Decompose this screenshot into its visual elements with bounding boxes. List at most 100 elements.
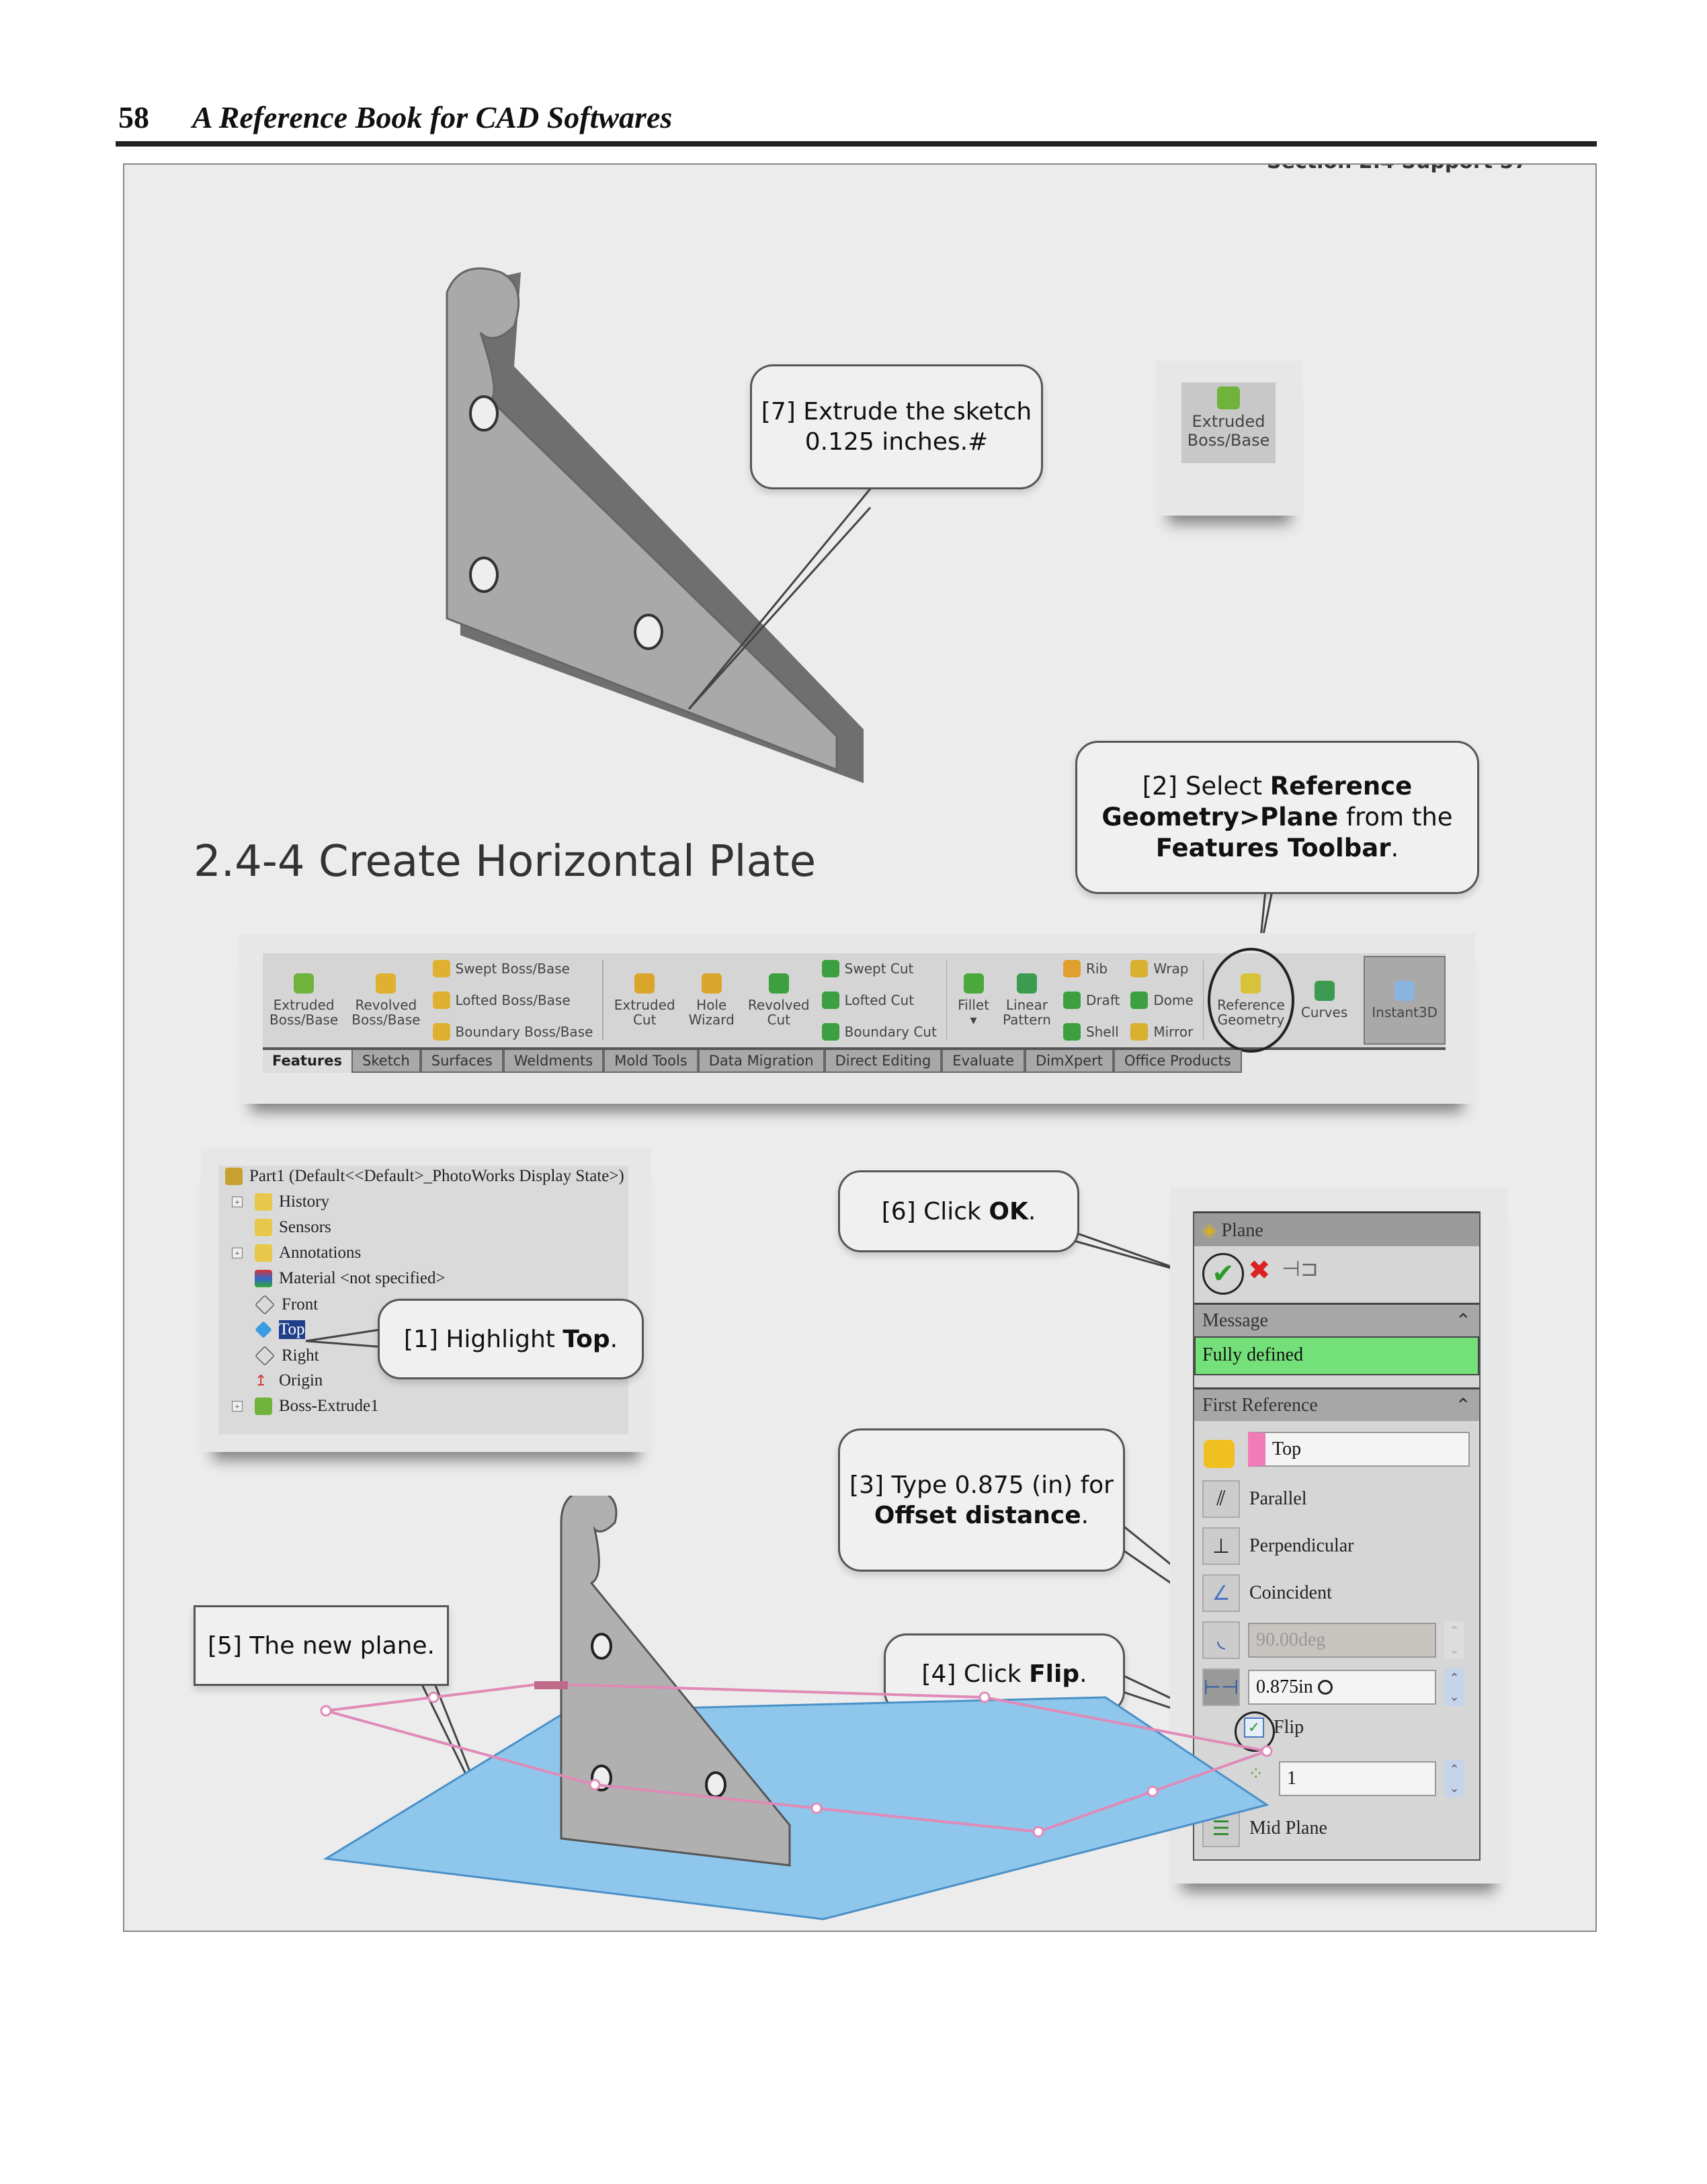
tab-direct-editing[interactable]: Direct Editing [824,1050,942,1073]
lofted-cut-button[interactable]: Lofted Cut [821,991,937,1009]
coincident-option[interactable]: ∠Coincident [1202,1574,1332,1612]
field-value: 0.875in [1256,1676,1313,1697]
folder-icon [255,1193,272,1211]
label: Extruded [614,997,675,1013]
callout-text: . [1028,1197,1036,1225]
shell-button[interactable]: Shell [1063,1022,1120,1041]
parallel-option[interactable]: ⫽Parallel [1202,1480,1307,1518]
checkbox-checked-icon: ✓ [1244,1717,1264,1738]
tab-mold-tools[interactable]: Mold Tools [603,1050,698,1073]
tree-label-selected: Top [279,1320,305,1339]
lofted-boss-button[interactable]: Lofted Boss/Base [432,991,593,1009]
header-rule [116,141,1597,147]
boundary-boss-button[interactable]: Boundary Boss/Base [432,1022,593,1041]
swept-boss-button[interactable]: Swept Boss/Base [432,960,593,978]
section-label: Message [1202,1309,1268,1331]
hole-wizard-icon [701,973,722,994]
offset-spinner[interactable]: ⌃⌄ [1444,1668,1464,1706]
expand-icon[interactable]: + [232,1401,243,1412]
label: Lofted Boss/Base [455,992,571,1008]
label: Reference [1217,997,1285,1013]
tree-item-boss-extrude1[interactable]: +Boss-Extrude1 [232,1397,379,1416]
wrap-button[interactable]: Wrap [1130,960,1193,978]
field-value: Top [1272,1439,1302,1459]
callout-text: [6] Click [881,1197,989,1225]
instances-spinner[interactable]: ⌃⌄ [1444,1760,1464,1797]
instant3d-button[interactable]: Instant3D [1364,956,1446,1045]
curves-button[interactable]: Curves [1294,953,1354,1047]
tree-item-annotations[interactable]: +Annotations [232,1244,361,1262]
callout-bold: Offset distance [874,1501,1081,1529]
offset-distance-input[interactable]: 0.875in [1248,1670,1436,1705]
mirror-button[interactable]: Mirror [1130,1022,1194,1041]
reference-selection-box[interactable]: Top [1248,1432,1470,1467]
boundary-boss-icon [432,1022,450,1041]
tree-item-origin[interactable]: ↥Origin [255,1371,323,1390]
linear-pattern-icon [1016,973,1037,994]
draft-button[interactable]: Draft [1063,991,1120,1009]
perpendicular-option[interactable]: ⊥Perpendicular [1202,1527,1354,1565]
label: Cut [632,1012,657,1028]
tree-item-top[interactable]: Top [255,1320,305,1339]
tree-item-history[interactable]: + History [232,1192,329,1211]
option-label: Mid Plane [1249,1818,1327,1838]
tree-item-right[interactable]: Right [255,1346,319,1366]
pin-button[interactable]: ⊣⊐ [1282,1256,1319,1281]
tab-dimxpert[interactable]: DimXpert [1025,1050,1114,1073]
angle-input[interactable]: 90.00deg [1248,1623,1436,1658]
tree-item-front[interactable]: Front [255,1295,318,1315]
extruded-boss-button[interactable]: Extruded Boss/Base [1181,382,1276,463]
fillet-button[interactable]: Fillet▾ [951,953,996,1047]
callout-bold: OK [989,1197,1028,1225]
label: Dome [1153,992,1194,1008]
callout-text: 0.125 inches.# [804,428,989,456]
callout-step-5: [5] The new plane. [194,1605,449,1686]
tab-surfaces[interactable]: Surfaces [420,1050,503,1073]
tab-data-migration[interactable]: Data Migration [698,1050,825,1073]
label: Instant3D [1372,1004,1438,1020]
label: Boundary Cut [844,1023,937,1040]
callout-text: [3] Type 0.875 (in) for [849,1471,1114,1499]
tab-evaluate[interactable]: Evaluate [942,1050,1026,1073]
swept-cut-button[interactable]: Swept Cut [821,960,937,978]
label: Linear [1005,997,1048,1013]
offset-option[interactable]: ⊢⊣ [1202,1668,1240,1706]
boundary-cut-button[interactable]: Boundary Cut [821,1022,937,1041]
tab-sketch[interactable]: Sketch [351,1050,421,1073]
toolbar-tabs: Features Sketch Surfaces Weldments Mold … [263,1050,1242,1073]
expand-icon[interactable]: + [232,1248,243,1258]
tree-label: History [279,1192,329,1211]
label: Draft [1085,992,1120,1008]
expand-icon[interactable]: + [232,1197,243,1207]
flip-checkbox[interactable]: ✓ Flip [1244,1717,1304,1738]
tab-weldments[interactable]: Weldments [503,1050,604,1073]
tree-root[interactable]: Part1 (Default<<Default>_PhotoWorks Disp… [225,1167,624,1186]
tree-label: Origin [279,1371,323,1389]
rib-button[interactable]: Rib [1063,960,1120,978]
tree-item-material[interactable]: Material <not specified> [255,1269,446,1288]
ok-button[interactable]: ✔ [1202,1253,1244,1295]
tree-item-sensors[interactable]: Sensors [255,1218,331,1237]
angle-spinner[interactable]: ⌃⌄ [1444,1621,1464,1659]
cancel-button[interactable]: ✖ [1248,1254,1271,1286]
message-section-header[interactable]: Message ⌃ [1194,1303,1479,1336]
callout-step-6: [6] Click OK. [838,1170,1079,1252]
field-value: 1 [1287,1768,1296,1789]
first-reference-section-header[interactable]: First Reference⌃ [1194,1387,1479,1421]
tab-features[interactable]: Features [263,1050,351,1073]
extruded-boss-icon [1217,387,1240,409]
tab-office-products[interactable]: Office Products [1114,1050,1242,1073]
checkbox-label: Flip [1274,1717,1304,1738]
angle-option[interactable]: ◟ [1202,1621,1240,1659]
collapse-icon: ⌃ [1455,1310,1471,1332]
label: Mirror [1153,1023,1194,1040]
instances-input[interactable]: 1 [1279,1761,1436,1796]
dome-button[interactable]: Dome [1130,991,1194,1009]
